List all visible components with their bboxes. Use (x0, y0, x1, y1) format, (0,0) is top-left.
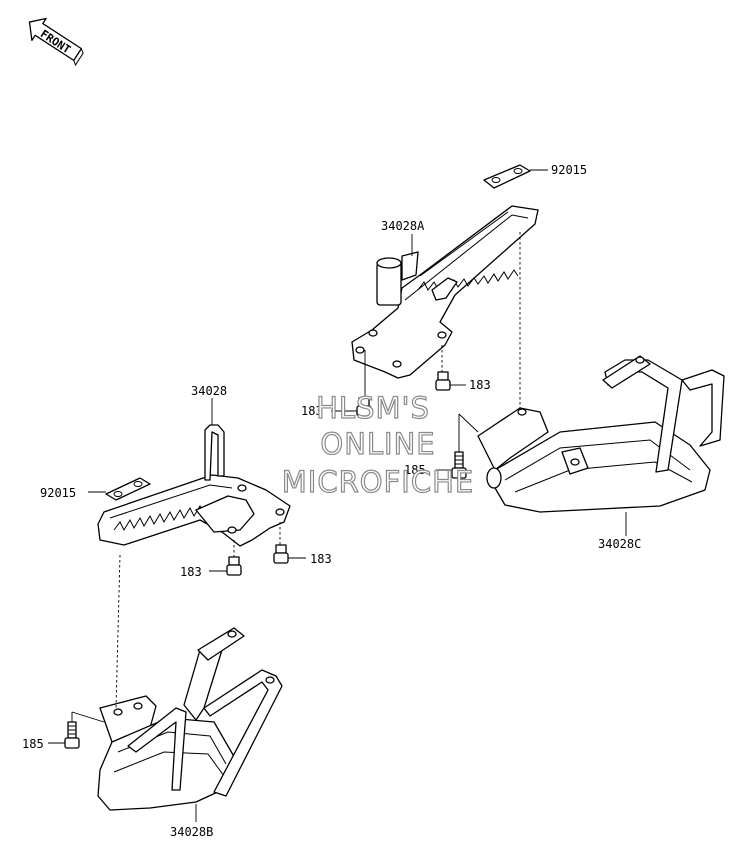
bolt-left-c-part (64, 721, 80, 749)
leader-lines (48, 169, 627, 822)
watermark-line-3: MICROFICHE (282, 465, 474, 499)
callout-185-right: 185 (404, 463, 426, 477)
callout-34028c: 34028C (598, 537, 641, 551)
bolt-right-a-part (435, 371, 451, 391)
guard-right-part (477, 355, 725, 513)
callout-183-left-b: 183 (310, 552, 332, 566)
callout-183-left-a: 183 (180, 565, 202, 579)
callout-183-right-b: 183 (301, 404, 323, 418)
bracket-left-upper-part (105, 477, 151, 501)
bolt-right-b-part (356, 397, 372, 417)
bracket-right-upper-part (483, 164, 531, 189)
bolt-left-a-part (226, 556, 242, 576)
watermark-line-2: ONLINE (320, 427, 435, 461)
callout-34028a: 34028A (381, 219, 425, 233)
callout-34028: 34028 (191, 384, 227, 398)
front-arrow-icon: FRONT (28, 17, 84, 67)
bolt-right-c-part (451, 451, 467, 479)
callout-34028b: 34028B (170, 825, 213, 839)
watermark: HLSM'S ONLINE MICROFICHE (281, 390, 474, 499)
guard-left-part (97, 627, 283, 811)
watermark-line-1: HLSM'S (316, 391, 430, 425)
callout-185-left: 185 (22, 737, 44, 751)
assembly-lines (115, 232, 521, 709)
callout-92015-left: 92015 (40, 486, 76, 500)
footrest-left-part (97, 424, 291, 547)
callout-92015-right: 92015 (551, 163, 587, 177)
bolt-left-b-part (273, 544, 289, 564)
callout-183-right-a: 183 (469, 378, 491, 392)
footrest-right-part (351, 205, 539, 379)
